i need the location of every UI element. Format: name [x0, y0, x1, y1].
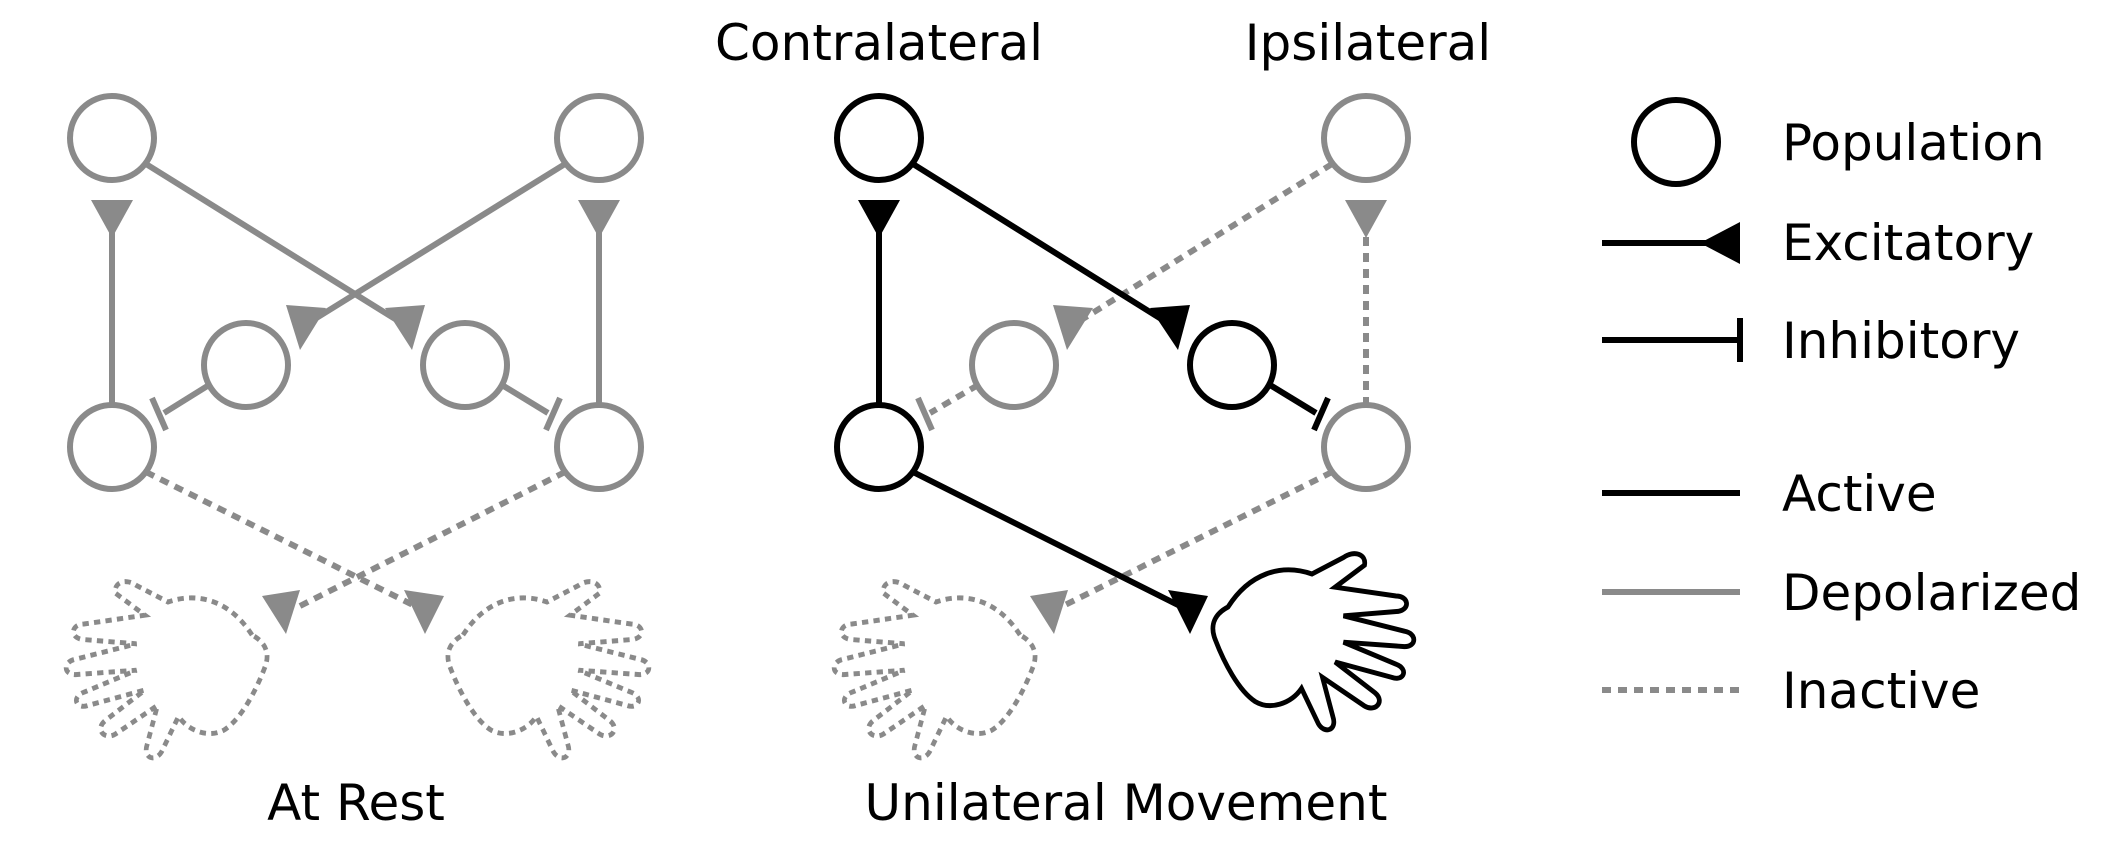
legend-excitatory-label: Excitatory [1782, 214, 2034, 272]
movement-population-inter-left [969, 320, 1059, 410]
rest-arrowhead-cross-left [286, 305, 326, 350]
movement-ipsi-cross-connection [1076, 161, 1334, 325]
ipsilateral-label: Ipsilateral [1245, 14, 1491, 72]
movement-arrowhead-ipsi-cross [1053, 305, 1093, 350]
legend-excitatory-arrowhead [1700, 222, 1740, 264]
movement-contra-inhibitory-connection [928, 382, 980, 416]
movement-contra-cross-connection [911, 161, 1168, 325]
rest-arrowhead-right-vertical [578, 200, 620, 238]
rest-hand-left [66, 582, 267, 758]
rest-hand-right [448, 582, 649, 758]
movement-arrowhead-contra-vertical [858, 200, 900, 238]
contralateral-label: Contralateral [715, 14, 1043, 72]
rest-left-inhibitory-bar [149, 396, 169, 432]
legend-depolarized-label: Depolarized [1782, 564, 2081, 622]
rest-cross-connection-right-to-left [308, 161, 567, 325]
movement-population-contra-top [834, 93, 924, 183]
rest-population-bottom-left [67, 402, 157, 492]
rest-population-inter-right [420, 320, 510, 410]
rest-population-bottom-right [554, 402, 644, 492]
rest-population-top-right [554, 93, 644, 183]
movement-caption: Unilateral Movement [865, 774, 1388, 832]
movement-ipsi-inhibitory-connection [1268, 382, 1318, 416]
rest-caption: At Rest [267, 774, 445, 832]
movement-ipsi-inhibitory-bar [1311, 396, 1331, 432]
movement-population-ipsi-top [1321, 93, 1411, 183]
rest-arrowhead-output-right [404, 590, 444, 634]
rest-right-inhibitory-bar [543, 396, 563, 432]
rest-left-output-connection [144, 469, 417, 609]
movement-contra-inhibitory-bar [915, 396, 935, 432]
rest-arrowhead-output-left [262, 590, 300, 634]
rest-left-inhibitory-connection [162, 382, 211, 416]
legend-inhibitory-label: Inhibitory [1782, 312, 2020, 370]
rest-population-inter-left [201, 320, 291, 410]
movement-population-ipsi-bottom [1321, 402, 1411, 492]
movement-grey-inhibitory-bar [915, 396, 935, 432]
movement-grey-connections [928, 161, 1369, 609]
movement-hand-inactive [834, 582, 1035, 758]
movement-active-connections [876, 161, 1331, 609]
rest-arrowheads [91, 200, 620, 634]
rest-population-top-left [67, 93, 157, 183]
movement-arrowheads [858, 200, 1387, 634]
movement-arrowhead-contra-output [1168, 590, 1208, 634]
legend-active-label: Active [1782, 465, 1937, 523]
rest-populations [67, 93, 644, 492]
movement-arrowhead-ipsi-output [1030, 590, 1068, 634]
movement-population-contra-bottom [834, 402, 924, 492]
rest-right-output-connection [298, 469, 567, 609]
legend: Population Excitatory Inhibitory Active … [1602, 97, 2081, 720]
movement-arrowhead-contra-cross [1150, 305, 1190, 350]
rest-panel [109, 161, 602, 609]
legend-inactive-label: Inactive [1782, 662, 1980, 720]
movement-hand-active [1213, 554, 1414, 730]
movement-populations [834, 93, 1411, 492]
legend-population-label: Population [1782, 114, 2045, 172]
rest-cross-connection-left-to-right [144, 161, 402, 325]
rest-arrowhead-cross-right [385, 305, 425, 350]
movement-arrowhead-ipsi-vertical [1345, 200, 1387, 238]
movement-population-inter-right [1187, 320, 1277, 410]
legend-population-icon [1631, 97, 1721, 187]
movement-contra-output-connection [911, 469, 1182, 609]
movement-ipsi-output-connection [1061, 469, 1334, 609]
rest-right-inhibitory-connection [500, 382, 550, 416]
rest-arrowhead-left-vertical [91, 200, 133, 238]
